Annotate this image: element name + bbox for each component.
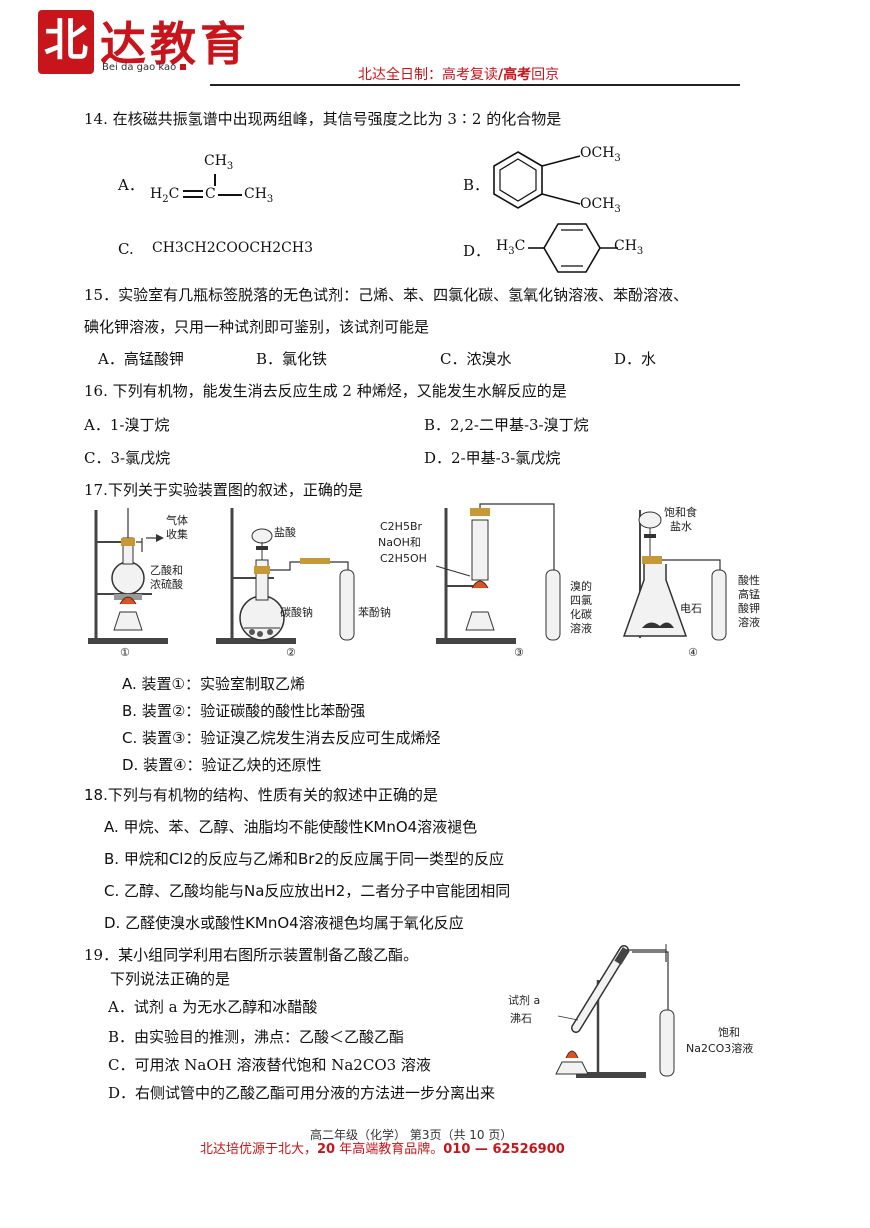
- q14-option-d-left-methyl: H3C: [496, 238, 526, 257]
- q16-stem: 16. 下列有机物，能发生消去反应生成 2 种烯烃，又能发生水解反应的是: [84, 382, 567, 400]
- q14-option-a-structure: CH3 H2C C CH3: [150, 153, 274, 205]
- fig2-number: ②: [286, 646, 296, 659]
- q19-option-c: C．可用浓 NaOH 溶液替代饱和 Na2CO3 溶液: [108, 1056, 431, 1074]
- fig3-label-ethanol: C2H5OH: [380, 552, 427, 565]
- q18-option-d: D. 乙醛使溴水或酸性KMnO4溶液褪色均属于氧化反应: [104, 914, 464, 932]
- q17-apparatus-figure: 气体 收集 乙酸和 浓硫酸 ① 盐酸 碳酸钠 苯酚钠 ②: [88, 503, 760, 659]
- fig4-label-acidic: 酸性: [738, 573, 760, 587]
- q16-option-b: B．2,2-二甲基-3-溴丁烷: [424, 416, 589, 434]
- q15-stem-line1: 15．实验室有几瓶标签脱落的无色试剂：己烯、苯、四氯化碳、氢氧化钠溶液、苯酚溶液…: [84, 286, 689, 304]
- q14-option-b-benzene-ring: [493, 151, 543, 209]
- q15-option-b: B．氯化铁: [256, 350, 328, 368]
- q19-fig-label-reagent: 试剂 a: [508, 993, 540, 1007]
- footer-page-info: 高二年级（化学） 第3页（共 10 页）: [310, 1128, 513, 1142]
- apparatus-4: 饱和食 盐水 电石 酸性 高锰 酸钾 溶液 ④: [622, 505, 760, 659]
- q14-option-b-label: B．: [463, 176, 490, 194]
- header-banner: 北达全日制：高考复读/高考回京: [358, 67, 560, 83]
- fig1-label-sulfuric: 浓硫酸: [150, 577, 183, 591]
- q19-stem-line1: 19．某小组同学利用右图所示装置制备乙酸乙酯。: [84, 946, 419, 964]
- q17-option-a: A. 装置①：实验室制取乙烯: [122, 675, 305, 693]
- q14-option-a-label: A．: [118, 176, 144, 194]
- q14-option-d-ring: [528, 223, 618, 273]
- q14-option-b-substituent-1: OCH3: [580, 145, 621, 164]
- fig4-label-carbide: 电石: [680, 602, 702, 615]
- q18-option-a: A. 甲烷、苯、乙醇、油脂均不能使酸性KMnO4溶液褪色: [104, 818, 478, 836]
- q14-option-c-label: C.: [118, 240, 134, 258]
- q14-option-b-substituent-2: OCH3: [580, 196, 621, 215]
- fig2-label-phenolate: 苯酚钠: [358, 605, 391, 619]
- apparatus-2: 盐酸 碳酸钠 苯酚钠 ②: [216, 508, 391, 659]
- fig4-number: ④: [688, 646, 698, 659]
- q19-apparatus-figure: 试剂 a 沸石 饱和 Na2CO3溶液: [508, 944, 753, 1078]
- footer-brand: 北达培优源于北大，20 年高端教育品牌。010 — 62526900: [200, 1142, 565, 1157]
- q17-option-b: B. 装置②：验证碳酸的酸性比苯酚强: [122, 702, 366, 720]
- fig4-label-brine2: 盐水: [670, 520, 692, 533]
- fig1-label-collect: 收集: [166, 527, 188, 541]
- fig4-label-mn1: 高锰: [738, 587, 760, 601]
- q18-stem: 18.下列与有机物的结构、性质有关的叙述中正确的是: [84, 786, 438, 804]
- q18-option-c: C. 乙醇、乙酸均能与Na反应放出H2，二者分子中官能团相同: [104, 882, 511, 900]
- q15-stem-line2: 碘化钾溶液，只用一种试剂即可鉴别，该试剂可能是: [84, 318, 430, 336]
- fig1-number: ①: [120, 646, 130, 659]
- logo-text: 达教育: [100, 17, 250, 71]
- fig3-label-bromine: 溴的: [570, 579, 592, 593]
- fig3-label-tetra: 四氯: [570, 593, 592, 607]
- q14-option-d-right-methyl: CH3: [614, 238, 644, 257]
- q19-option-b: B．由实验目的推测，沸点：乙酸＜乙酸乙酯: [108, 1028, 405, 1046]
- q19-fig-label-saturated: 饱和: [718, 1025, 740, 1039]
- q19-fig-label-na2co3: Na2CO3溶液: [686, 1041, 753, 1055]
- q16-option-a: A．1-溴丁烷: [84, 416, 170, 434]
- q14-option-b-bonds: [541, 155, 581, 205]
- q18-option-b: B. 甲烷和Cl2的反应与乙烯和Br2的反应属于同一类型的反应: [104, 850, 505, 868]
- logo-mark: 北: [38, 10, 94, 74]
- fig4-label-mn2: 酸钾: [738, 601, 760, 615]
- q14-stem: 14. 在核磁共振氢谱中出现两组峰，其信号强度之比为 3∶2 的化合物是: [84, 110, 562, 128]
- q14-option-d-label: D．: [463, 242, 491, 260]
- q19-option-a: A．试剂 a 为无水乙醇和冰醋酸: [108, 998, 318, 1016]
- logo-subtitle: Bei da gao kao: [102, 62, 187, 73]
- q15-option-d: D．水: [614, 350, 657, 368]
- fig1-label-acid: 乙酸和: [150, 563, 183, 577]
- apparatus-3: C2H5Br NaOH和 C2H5OH 溴的 四氯 化碳 溶液 ③: [378, 503, 592, 659]
- q16-option-d: D．2-甲基-3-氯戊烷: [424, 449, 561, 467]
- q19-fig-label-stones: 沸石: [510, 1012, 532, 1025]
- fig1-label-gas: 气体: [166, 513, 188, 527]
- q16-option-c: C．3-氯戊烷: [84, 449, 171, 467]
- fig2-label-hcl: 盐酸: [274, 525, 296, 539]
- q19-stem-line2: 下列说法正确的是: [110, 970, 231, 988]
- q14-option-c-formula: CH3CH2COOCH2CH3: [152, 240, 313, 256]
- q19-option-d: D．右侧试管中的乙酸乙酯可用分液的方法进一步分离出来: [108, 1084, 496, 1102]
- q17-stem: 17.下列关于实验装置图的叙述，正确的是: [84, 481, 363, 499]
- fig3-label-solution: 溶液: [570, 621, 592, 635]
- fig4-label-solution: 溶液: [738, 615, 760, 629]
- fig3-number: ③: [514, 646, 524, 659]
- fig3-label-naoh: NaOH和: [378, 536, 421, 549]
- header-rule: [210, 84, 740, 86]
- fig4-label-brine1: 饱和食: [664, 505, 697, 519]
- fig3-label-carbon: 化碳: [570, 607, 592, 621]
- fig2-label-na2co3: 碳酸钠: [280, 605, 313, 619]
- q15-option-a: A．高锰酸钾: [98, 350, 184, 368]
- q17-option-c: C. 装置③：验证溴乙烷发生消去反应可生成烯烃: [122, 729, 441, 747]
- q15-option-c: C．浓溴水: [440, 350, 512, 368]
- apparatus-1: 气体 收集 乙酸和 浓硫酸 ①: [88, 508, 188, 659]
- q17-option-d: D. 装置④：验证乙炔的还原性: [122, 756, 322, 774]
- fig3-label-bromoethane: C2H5Br: [380, 520, 422, 533]
